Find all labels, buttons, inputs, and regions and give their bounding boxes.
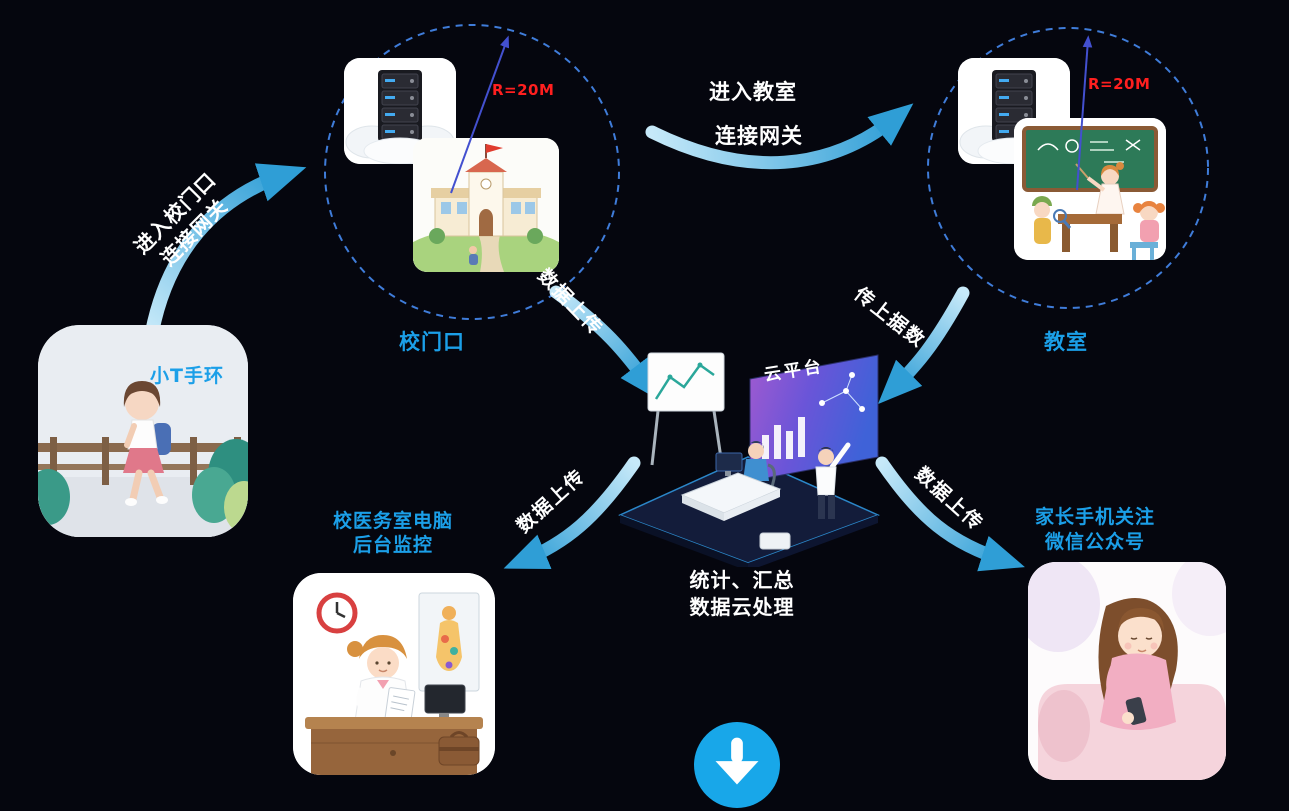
enter-classroom-label-line2: 连接网关 [715, 124, 803, 148]
girl-figure [123, 381, 171, 506]
briefcase [438, 731, 480, 766]
upload-nurse-label: 数据上传 [512, 464, 590, 538]
school-illustration [413, 138, 559, 272]
gate-node-label: 校门口 [399, 330, 465, 354]
platform-caption-line1: 统计、汇总 [689, 568, 795, 592]
presenter-figure [815, 442, 851, 519]
classroom-node-label: 教室 [1044, 330, 1088, 354]
nurse-node-label-line2: 后台监控 [352, 534, 433, 556]
nurse-node-label-line1: 校医务室电脑 [332, 510, 453, 532]
parent-node-label-line1: 家长手机关注 [1034, 506, 1155, 528]
anatomy-poster [418, 592, 480, 692]
upload-classroom-label: 传上据数 [849, 283, 930, 353]
scroll-down-button[interactable] [694, 722, 780, 808]
screen-bar-chart [762, 417, 805, 459]
nurse-node-label: 校医务室电脑 后台监控 [312, 509, 474, 557]
down-arrow-icon [715, 737, 759, 785]
classroom-scene-card [1014, 118, 1166, 260]
girl-student-figure [1133, 201, 1165, 242]
classroom-radius-label: R=20M [1088, 75, 1151, 93]
cloud-platform-illustration: 云平台 [610, 345, 885, 567]
enter-gate-label-group: 进入校门口 连接网关 [106, 144, 264, 302]
wristband-label: 小T手环 [150, 365, 224, 387]
desk-monitor [424, 684, 466, 714]
parent-node-label-line2: 微信公众号 [1044, 531, 1145, 553]
upload-gate-label: 数据上传 [533, 264, 608, 341]
platform-caption: 统计、汇总 数据云处理 [652, 567, 832, 621]
upload-parent-label: 数据上传 [910, 462, 988, 536]
gate-radius-label: R=20M [492, 81, 555, 99]
girl-walking-illustration [38, 325, 248, 537]
wristband-girl-card: 小T手环 [38, 325, 248, 537]
mother-figure [1098, 598, 1178, 730]
parent-phone-card [1028, 562, 1226, 780]
platform-caption-line2: 数据云处理 [689, 595, 795, 619]
enter-classroom-label-line1: 进入教室 [709, 80, 797, 104]
nurse-figure [347, 635, 416, 723]
school-building-card [413, 138, 559, 272]
printer-box [759, 532, 791, 550]
desk-and-worker [680, 441, 782, 521]
parent-node-label: 家长手机关注 微信公众号 [1014, 505, 1176, 555]
boy-figure [1032, 196, 1072, 244]
whiteboard-easel [647, 352, 725, 466]
teacher-figure [1075, 162, 1125, 215]
nurse-office-card [293, 573, 495, 775]
nurse-illustration [293, 573, 495, 775]
parent-illustration [1028, 562, 1226, 780]
platform-scene [618, 352, 880, 567]
classroom-illustration [1014, 118, 1166, 260]
